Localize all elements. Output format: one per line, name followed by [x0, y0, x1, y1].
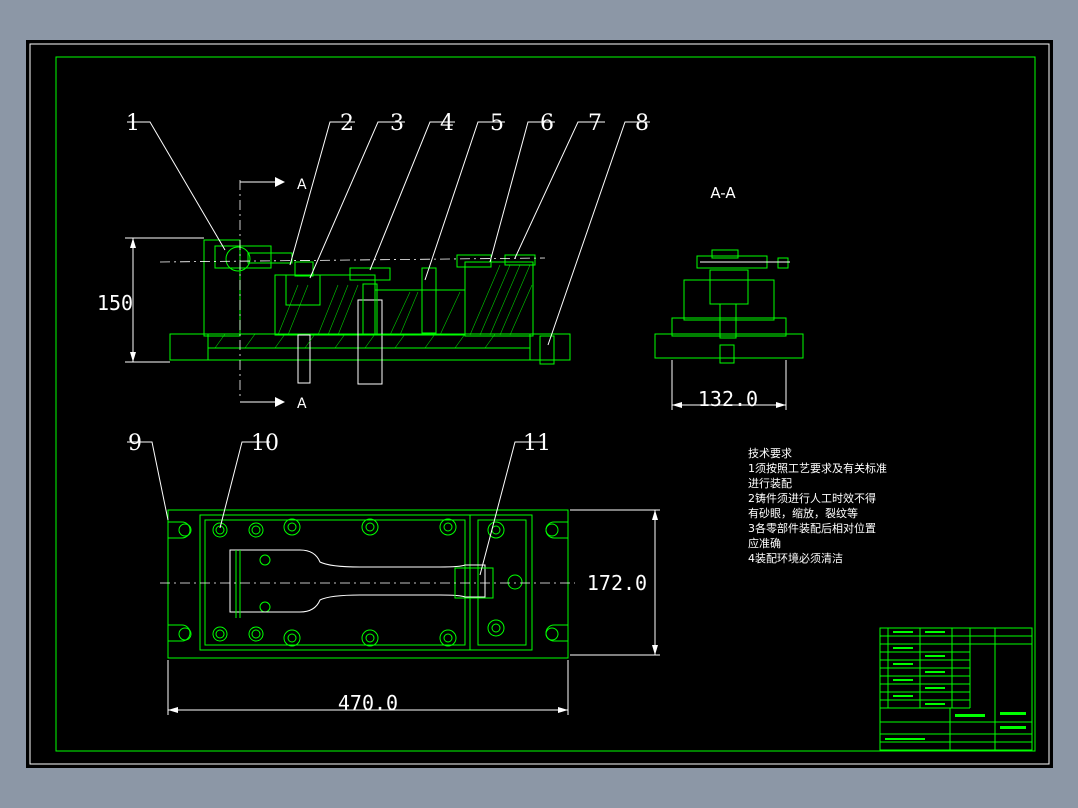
- inner-border: [55, 56, 1036, 752]
- balloon-9: 9: [128, 431, 142, 456]
- notes-line-1: 1须按照工艺要求及有关标准: [748, 461, 887, 475]
- balloon-2: 2: [340, 111, 354, 136]
- balloon-1: 1: [126, 111, 140, 136]
- notes-line-2: 进行装配: [748, 477, 792, 490]
- outer-border: [29, 43, 1050, 765]
- balloon-4: 4: [440, 111, 454, 136]
- dim-height: 150: [97, 291, 133, 315]
- balloon-8: 8: [635, 111, 649, 136]
- notes-line-3: 2铸件须进行人工时效不得: [748, 491, 876, 505]
- section-view: [654, 249, 804, 410]
- balloon-11: 11: [523, 431, 551, 456]
- notes-line-7: 4装配环境必须清洁: [748, 551, 843, 565]
- balloon-7: 7: [588, 111, 602, 136]
- notes-line-6: 应准确: [748, 536, 781, 550]
- balloon-5: 5: [490, 111, 504, 136]
- section-arrow-label-bottom: A: [297, 396, 307, 412]
- technical-notes: 技术要求 1须按照工艺要求及有关标准 进行装配 2铸件须进行人工时效不得 有砂眼…: [748, 447, 887, 565]
- section-title: A-A: [710, 184, 736, 202]
- balloon-10: 10: [251, 431, 279, 456]
- drawing-sheet: 1 2 3 4 5 6 7 8 9 10 11 A A A-A 150 132.…: [26, 40, 1053, 768]
- dim-length: 470.0: [338, 691, 398, 715]
- balloon-6: 6: [540, 111, 554, 136]
- front-view: [125, 121, 650, 407]
- notes-line-4: 有砂眼，缩放，裂纹等: [748, 506, 858, 520]
- top-view: [127, 441, 660, 715]
- cad-drawing: 1 2 3 4 5 6 7 8 9 10 11 A A A-A 150 132.…: [29, 43, 1050, 765]
- notes-title: 技术要求: [748, 447, 792, 460]
- title-block: [879, 627, 1033, 751]
- notes-line-5: 3各零部件装配后相对位置: [748, 521, 876, 535]
- dim-side-width: 132.0: [698, 387, 758, 411]
- balloon-3: 3: [390, 111, 404, 136]
- dim-depth: 172.0: [587, 571, 647, 595]
- section-arrow-label-top: A: [297, 177, 307, 193]
